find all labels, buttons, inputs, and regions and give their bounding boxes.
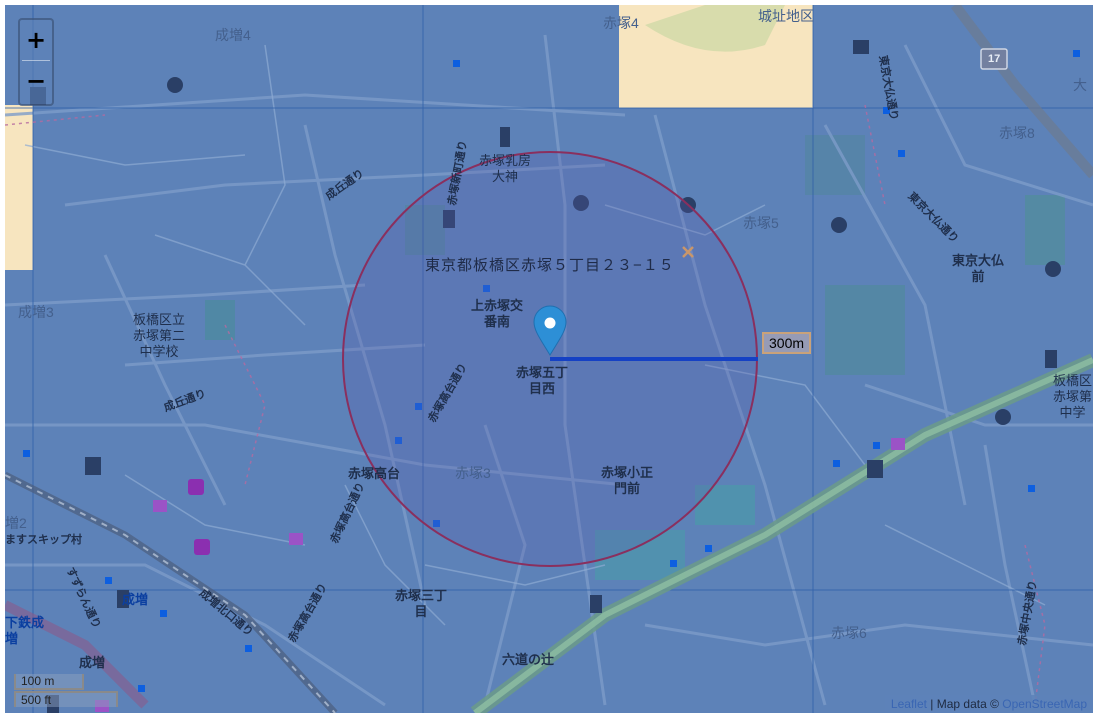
zoom-control: + − xyxy=(18,18,54,106)
zoom-out-button[interactable]: − xyxy=(20,61,52,101)
area-label: 赤塚5 xyxy=(743,215,779,231)
zoom-in-button[interactable]: + xyxy=(20,20,52,60)
poi-label: 上赤塚交番南 xyxy=(471,298,524,329)
poi-label: 六道の辻 xyxy=(502,652,555,667)
map-view[interactable]: 成増4 赤塚4 城址地区 赤塚8 赤塚5 成増3 赤塚3 赤塚6 大 増2 赤塚… xyxy=(5,5,1093,713)
area-label: 成増4 xyxy=(215,27,251,43)
station-label: 成増 xyxy=(79,655,106,670)
poi-label: 板橋区立赤塚第二中学校 xyxy=(133,312,186,359)
area-label: 赤塚4 xyxy=(603,15,639,31)
area-label: 赤塚8 xyxy=(999,125,1035,141)
poi-label: 赤塚高台 xyxy=(348,466,401,481)
station-label: 成増 xyxy=(122,592,149,607)
attribution-text: | Map data © xyxy=(926,697,1003,711)
poi-label: ますスキップ村 xyxy=(5,534,82,546)
area-label: 城址地区 xyxy=(758,8,814,24)
attribution: Leaflet | Map data © OpenStreetMap xyxy=(884,695,1093,713)
poi-label: 東京大仏前 xyxy=(952,253,1005,284)
poi-label: 赤塚五丁目西 xyxy=(516,365,569,396)
address-label: 東京都板橋区赤塚５丁目２３−１５ xyxy=(425,257,675,274)
area-label: 赤塚6 xyxy=(831,625,867,641)
poi-label: 赤塚小正門前 xyxy=(601,465,654,496)
scale-bar: 100 m 500 ft xyxy=(14,674,118,707)
area-label: 成増3 xyxy=(18,304,54,320)
tile-unloaded xyxy=(5,105,33,270)
area-label: 増2 xyxy=(5,515,27,531)
poi-label: 赤塚三丁目 xyxy=(395,588,448,619)
distance-tooltip: 300m xyxy=(762,332,812,354)
route-shield: 17 xyxy=(988,53,1001,65)
map-tiles xyxy=(5,5,1093,713)
location-pin-icon xyxy=(533,305,567,356)
zoom-divider xyxy=(22,60,50,61)
scale-imperial: 500 ft xyxy=(14,691,118,707)
area-label: 赤塚3 xyxy=(455,465,491,481)
station-label: 下鉄成増 xyxy=(5,615,45,646)
poi-label: 赤塚乳房大神 xyxy=(479,153,532,184)
area-label: 大 xyxy=(1073,77,1087,93)
osm-link[interactable]: OpenStreetMap xyxy=(1002,697,1087,711)
scale-metric: 100 m xyxy=(14,674,84,690)
leaflet-link[interactable]: Leaflet xyxy=(890,697,927,711)
poi-label: 板橋区赤塚第中学 xyxy=(1053,373,1093,420)
